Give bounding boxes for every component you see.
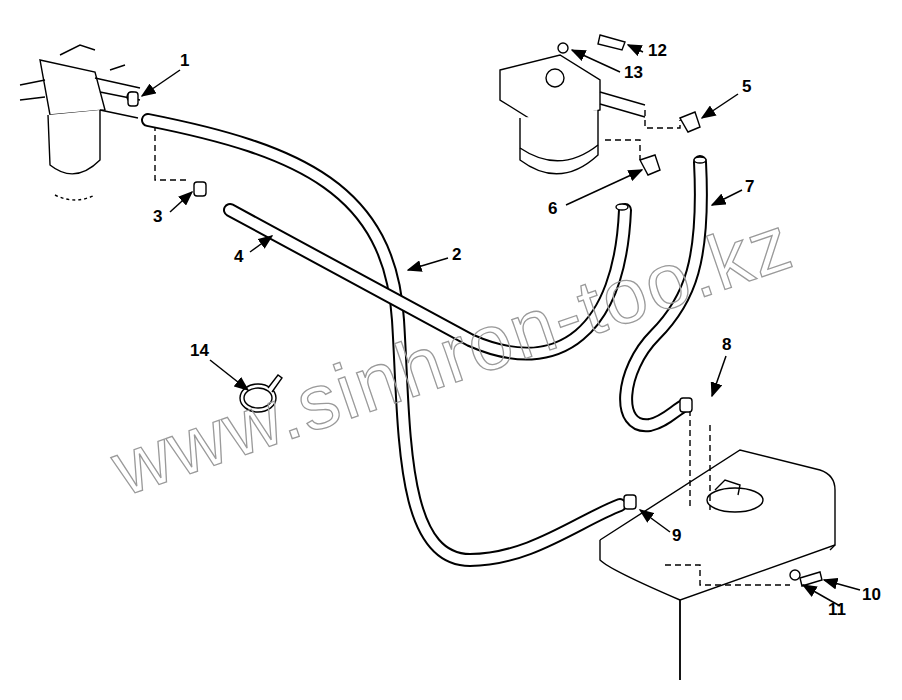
callout-number: 13	[624, 64, 643, 81]
callout-number: 9	[672, 527, 681, 544]
callout-number: 14	[190, 342, 209, 359]
callout-number: 10	[862, 586, 881, 603]
callout-number: 7	[745, 178, 754, 195]
callout-number: 5	[742, 78, 751, 95]
callout-number: 6	[548, 200, 557, 217]
callout-number: 1	[180, 52, 189, 69]
callout-number: 8	[722, 336, 731, 353]
callout-number: 11	[828, 601, 846, 618]
callout-number: 3	[153, 208, 162, 225]
callout-number: 2	[452, 246, 461, 263]
callout-number: 4	[234, 248, 243, 265]
callout-number: 12	[648, 42, 667, 59]
